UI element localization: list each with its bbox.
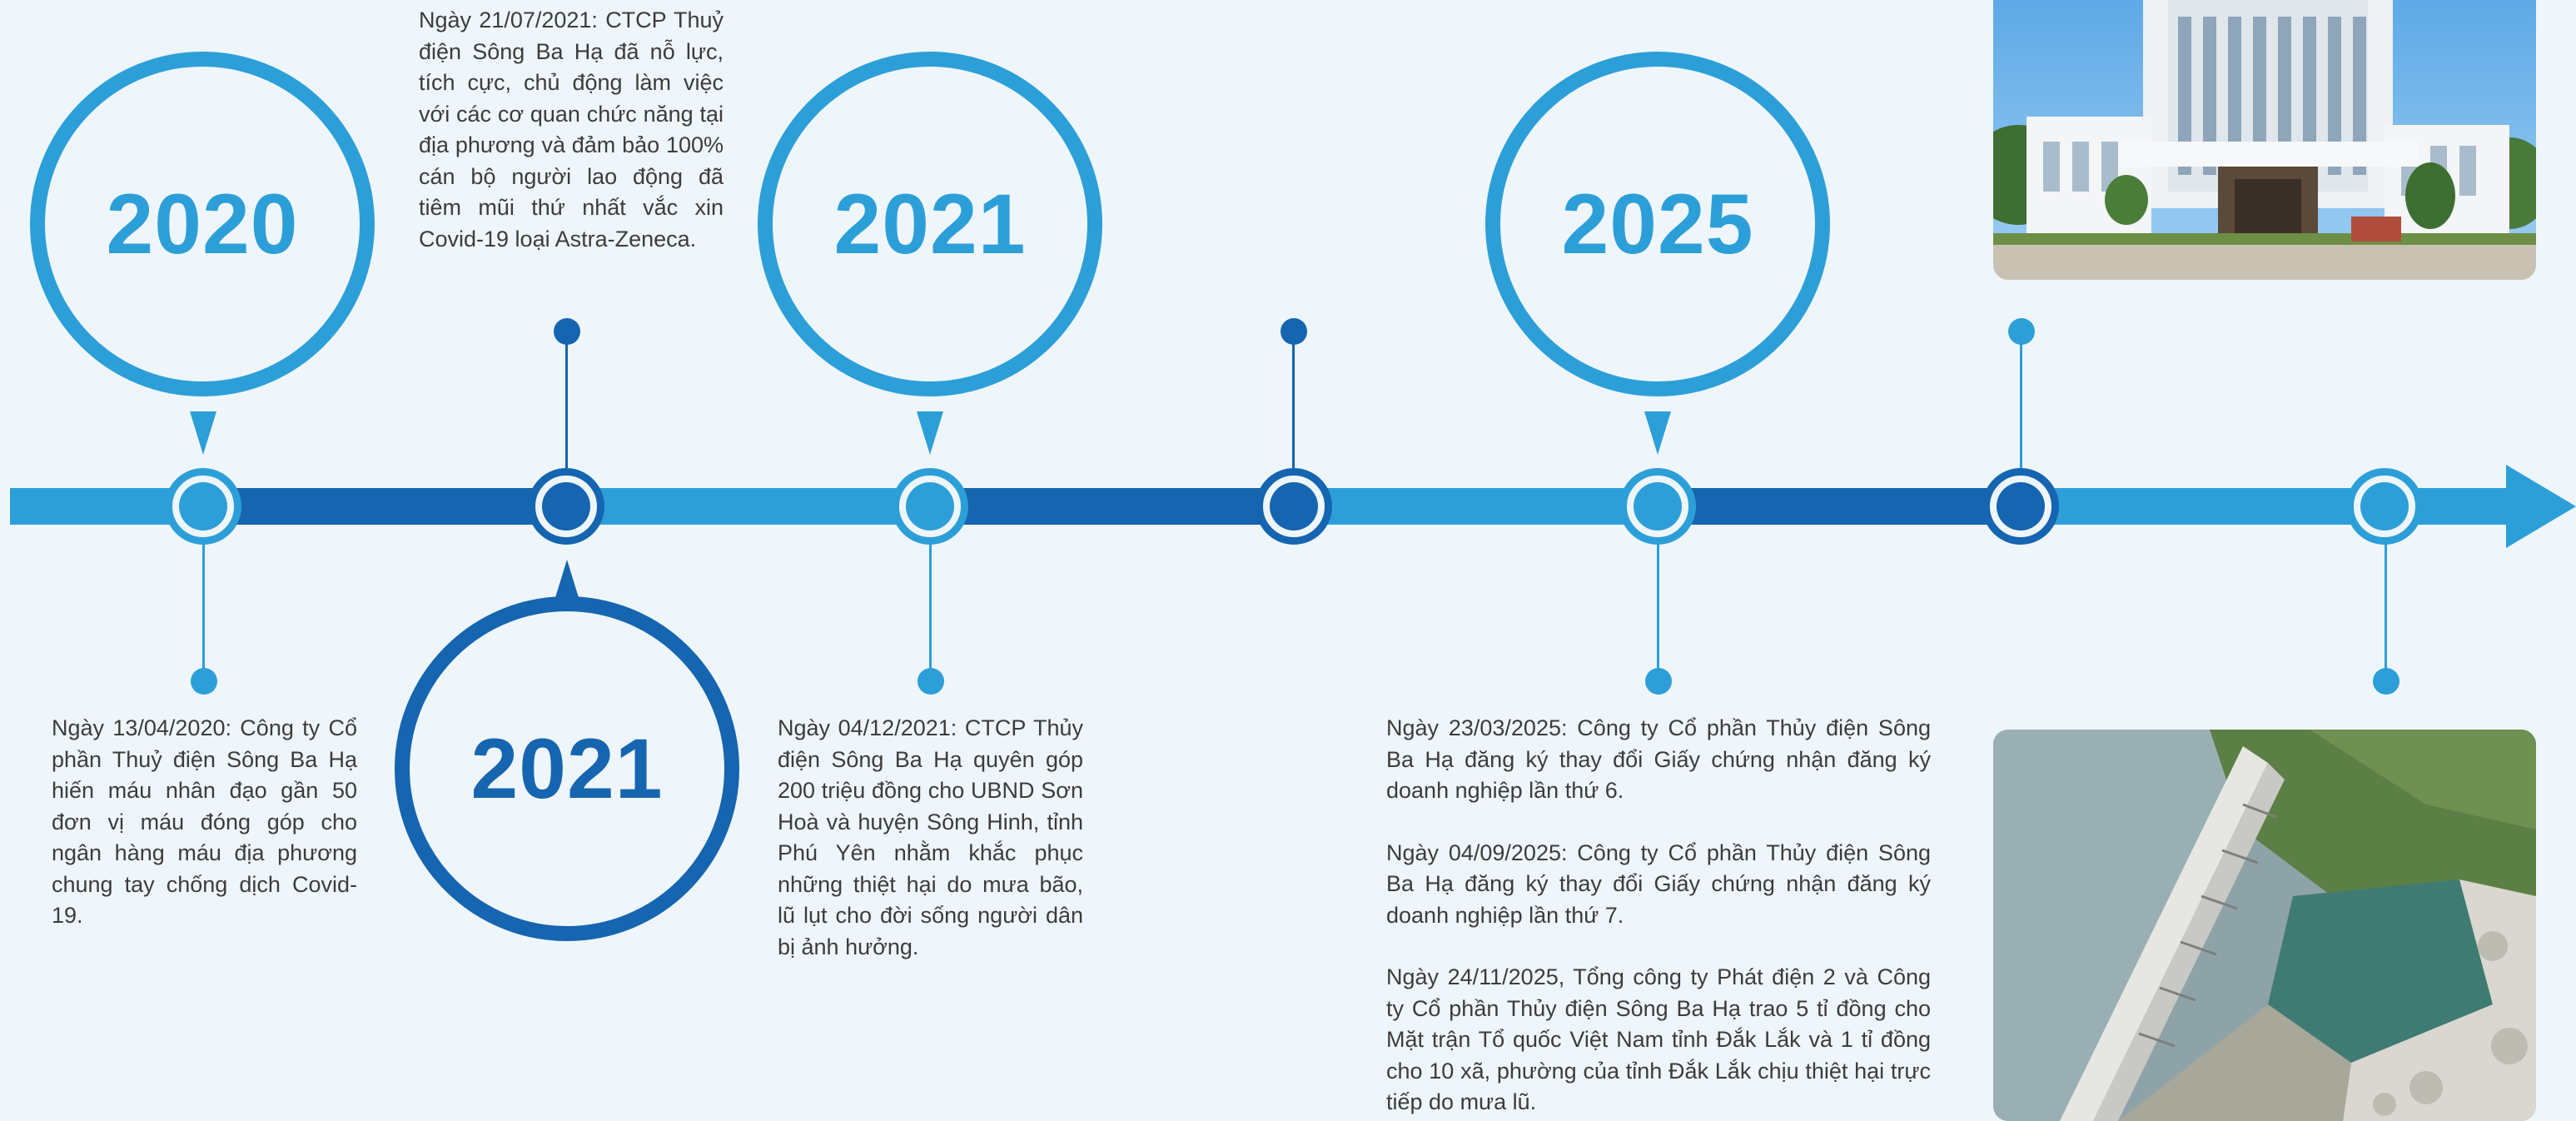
event-text-2025-march: Ngày 23/03/2025: Công ty Cổ phần Thủy đi… — [1386, 715, 1931, 803]
timeline-node — [165, 468, 241, 545]
timeline-bar-segment — [929, 488, 1292, 525]
connector-line — [1292, 331, 1295, 468]
year-bubble-2021-lower: 2021 — [395, 596, 739, 941]
timeline-arrow-icon — [2506, 465, 2576, 548]
connector-dot — [191, 668, 217, 695]
connector-dot — [554, 318, 580, 345]
timeline-node — [1256, 468, 1332, 545]
year-label: 2021 — [470, 720, 664, 816]
timeline-node — [892, 468, 968, 545]
year-label: 2020 — [106, 176, 299, 272]
timeline-node — [1619, 468, 1696, 545]
connector-line — [929, 543, 932, 681]
bubble-pointer — [554, 560, 580, 603]
year-label: 2025 — [1561, 176, 1754, 272]
year-bubble-2021-upper: 2021 — [758, 52, 1102, 396]
event-text-2025-november: Ngày 24/11/2025, Tổng công ty Phát điện … — [1386, 964, 1931, 1114]
timeline-node — [2346, 468, 2423, 545]
year-bubble-2025: 2025 — [1485, 52, 1830, 396]
timeline-bar-segment — [1657, 488, 2020, 525]
year-label: 2021 — [833, 176, 1027, 272]
timeline-node — [1982, 468, 2059, 545]
timeline-bar-segment — [1292, 488, 1657, 525]
office-building-photo — [1993, 0, 2536, 280]
event-list-2025: Ngày 23/03/2025: Công ty Cổ phần Thủy đi… — [1386, 713, 1931, 1119]
connector-dot — [2008, 318, 2035, 345]
connector-dot — [1281, 318, 1307, 345]
connector-line — [565, 331, 568, 468]
year-bubble-2020: 2020 — [30, 52, 375, 396]
bubble-pointer — [1644, 411, 1671, 455]
timeline-bar-segment — [2020, 488, 2511, 525]
connector-dot — [2373, 668, 2399, 695]
connector-line — [2385, 543, 2387, 681]
timeline-node — [528, 468, 604, 545]
connector-dot — [918, 668, 944, 695]
timeline-bar-segment — [564, 488, 929, 525]
bubble-pointer — [917, 411, 943, 455]
event-text-2020: Ngày 13/04/2020: Công ty Cổ phần Thuỷ đi… — [52, 715, 357, 928]
connector-dot — [1645, 668, 1672, 695]
connector-line — [2020, 331, 2022, 468]
event-text-2021-december: Ngày 04/12/2021: CTCP Thủy điện Sông Ba … — [778, 715, 1083, 959]
bubble-pointer — [190, 411, 216, 455]
event-text-2021-july: Ngày 21/07/2021: CTCP Thuỷ điện Sông Ba … — [419, 7, 724, 252]
hydropower-dam-photo — [1993, 730, 2536, 1121]
connector-line — [202, 543, 205, 681]
connector-line — [1657, 543, 1659, 681]
event-text-2025-september: Ngày 04/09/2025: Công ty Cổ phần Thủy đi… — [1386, 840, 1931, 928]
timeline-bar-segment — [201, 488, 564, 525]
